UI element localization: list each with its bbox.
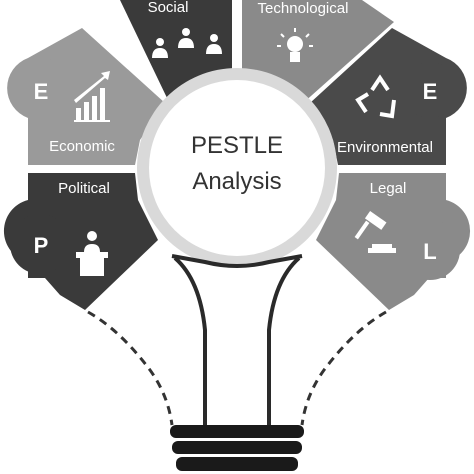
- podium-speaker-icon: [76, 231, 108, 276]
- letter-political: P: [34, 233, 49, 258]
- segment-political: [3, 173, 158, 310]
- letter-legal: L: [423, 239, 436, 264]
- label-social: Social: [148, 0, 189, 16]
- letter-economic: E: [34, 79, 49, 104]
- letter-environmental: E: [423, 79, 438, 104]
- label-political: Political: [58, 180, 110, 197]
- center-disc: [149, 80, 325, 256]
- economic-tab: [14, 62, 70, 118]
- center-title-line1: PESTLE: [191, 132, 283, 159]
- bulb-neck: [173, 256, 301, 425]
- bulb-dashed-outline-right: [300, 310, 387, 426]
- political-tab: [10, 214, 70, 274]
- label-economic: Economic: [49, 138, 115, 155]
- bulb-base-band-1: [170, 425, 304, 438]
- legal-tab: [400, 220, 460, 280]
- growth-chart-icon: [74, 71, 110, 122]
- recycle-icon: [355, 74, 396, 119]
- bulb-base-band-3: [176, 457, 298, 471]
- gavel-icon: [354, 210, 396, 253]
- bulb-base-band-2: [172, 441, 302, 454]
- lightbulb-icon: [277, 28, 313, 62]
- people-icon: [152, 28, 222, 58]
- bulb-dashed-outline-left: [87, 310, 174, 426]
- label-legal: Legal: [370, 180, 407, 197]
- label-technological: Technological: [258, 0, 349, 17]
- label-environmental: Environmental: [337, 139, 433, 156]
- center-title-line2: Analysis: [192, 168, 281, 195]
- segment-economic: [7, 28, 165, 165]
- environmental-tab: [402, 62, 458, 118]
